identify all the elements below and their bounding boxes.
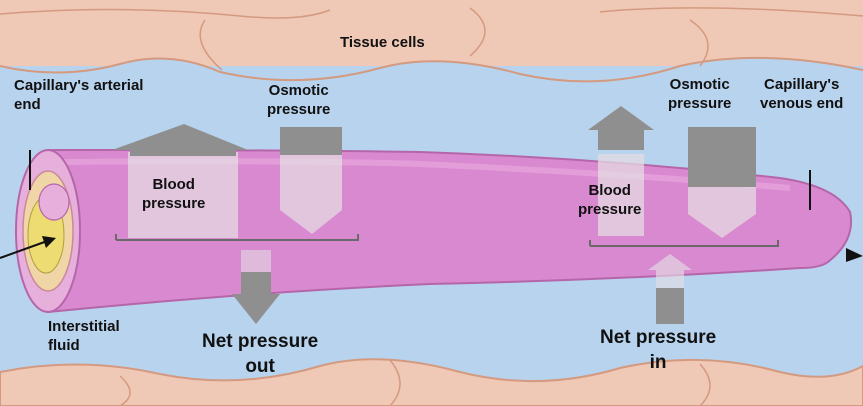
arterial-end-line1: Capillary's arterial: [14, 77, 143, 94]
blood-pressure-left-arrowhead: [112, 124, 248, 156]
arterial-end-label: Capillary's arterial end: [14, 77, 143, 115]
net-out-arrowhead: [232, 294, 280, 324]
osmotic-right-shaft: [688, 127, 756, 187]
blood-pressure-left-label: Blood pressure: [142, 176, 205, 214]
top-tissue-cells: [0, 0, 863, 81]
osmotic-pressure-right-label: Osmotic pressure: [668, 76, 731, 114]
osmotic-left-line1: Osmotic: [269, 82, 329, 99]
net-out-shaft: [241, 272, 271, 294]
blood-pressure-right-arrowhead: [588, 106, 654, 150]
bottom-tissue-cells: [0, 359, 863, 406]
flow-out-arrow-head: [846, 248, 863, 262]
blood-left-line2: pressure: [142, 195, 205, 212]
interstitial-fluid-label: Interstitial fluid: [48, 318, 120, 356]
osmotic-right-line1: Osmotic: [670, 76, 730, 93]
blood-right-line1: Blood: [588, 182, 631, 199]
net-in-line2: in: [650, 352, 667, 373]
interstitial-line2: fluid: [48, 337, 80, 354]
venous-end-line2: venous end: [760, 95, 843, 112]
tissue-cells-label: Tissue cells: [340, 34, 425, 53]
tissue-cells-text: Tissue cells: [340, 34, 425, 51]
endothelial-cell: [39, 184, 69, 220]
net-in-line1: Net pressure: [600, 327, 716, 348]
net-out-line2: out: [245, 356, 275, 377]
blood-right-line2: pressure: [578, 201, 641, 218]
net-pressure-out-label: Net pressure out: [202, 330, 318, 379]
osmotic-left-line2: pressure: [267, 101, 330, 118]
venous-end-label: Capillary's venous end: [760, 76, 843, 114]
blood-left-line1: Blood: [152, 176, 195, 193]
interstitial-line1: Interstitial: [48, 318, 120, 335]
arterial-end-line2: end: [14, 96, 41, 113]
osmotic-pressure-left-label: Osmotic pressure: [267, 82, 330, 120]
net-out-line1: Net pressure: [202, 331, 318, 352]
venous-end-line1: Capillary's: [764, 76, 839, 93]
net-in-shaft: [656, 288, 684, 324]
osmotic-right-line2: pressure: [668, 95, 731, 112]
net-pressure-in-label: Net pressure in: [600, 326, 716, 375]
blood-pressure-right-label: Blood pressure: [578, 182, 641, 220]
bottom-tissue-band: [0, 359, 863, 406]
osmotic-left-shaft: [280, 127, 342, 155]
